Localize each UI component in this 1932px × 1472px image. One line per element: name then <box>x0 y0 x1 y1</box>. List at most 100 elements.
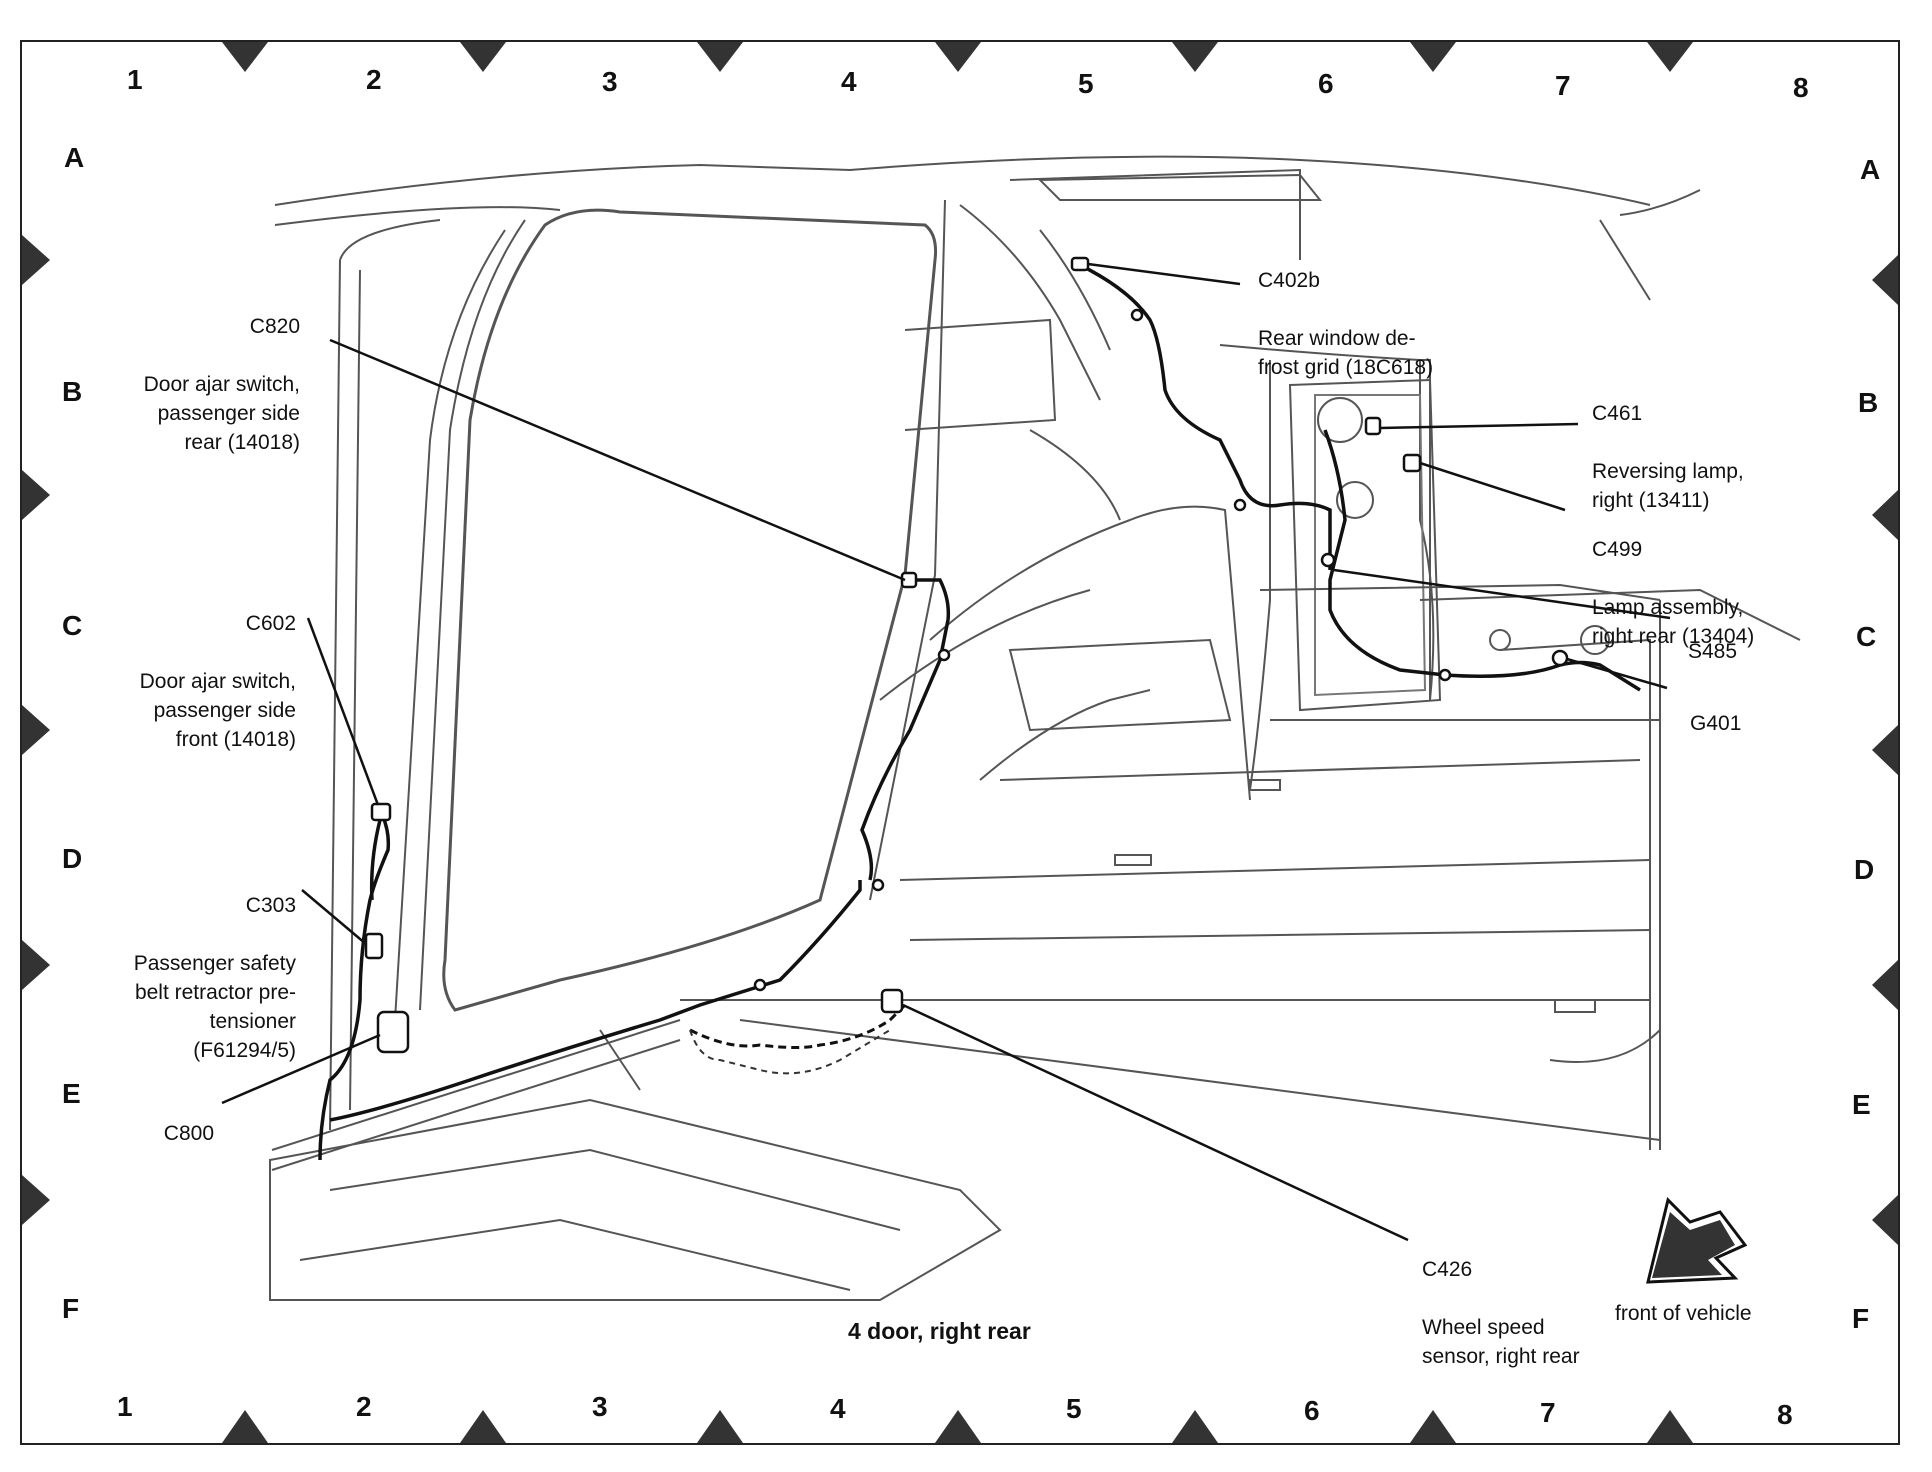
callout-c602-id: C602 <box>245 612 296 635</box>
zone-tick-bottom-3 <box>697 1410 743 1443</box>
harness-c402b-branch <box>1079 263 1332 570</box>
col-marker-top-2: 2 <box>366 64 382 95</box>
leader-g401 <box>1566 657 1668 690</box>
connector-c426 <box>880 988 904 1014</box>
callout-s485: S485 <box>1688 608 1808 695</box>
leader-s485 <box>1333 568 1671 620</box>
callout-c461-text: Reversing lamp, right (13411) <box>1592 460 1744 512</box>
clip-5 <box>753 978 767 992</box>
col-marker-bottom-5: 5 <box>1066 1393 1082 1424</box>
row-marker-left-D: D <box>62 843 83 874</box>
callout-g401-id: G401 <box>1690 712 1742 735</box>
diagram-frame <box>20 40 1900 1445</box>
callout-c820: C820 Door ajar switch, passenger side re… <box>100 283 300 486</box>
zone-tick-bottom-7 <box>1647 1410 1693 1443</box>
callout-c461-id: C461 <box>1592 402 1643 425</box>
leader-c820 <box>329 338 906 582</box>
zone-tick-left-4 <box>22 940 50 990</box>
harness-main-pillar <box>860 578 951 881</box>
callout-c800: C800 <box>110 1090 214 1177</box>
row-marker-right-E: E <box>1852 1089 1871 1120</box>
zone-ticks <box>22 42 1898 1443</box>
callout-c602-text: Door ajar switch, passenger side front (… <box>139 670 296 751</box>
clip-4 <box>871 878 885 892</box>
callout-c800-id: C800 <box>163 1122 214 1145</box>
zone-tick-top-7 <box>1647 42 1693 72</box>
callout-c426: C426 Wheel speed sensor, right rear <box>1422 1226 1642 1400</box>
front-of-vehicle-label: front of vehicle <box>1615 1302 1752 1325</box>
leader-c461 <box>1379 422 1579 430</box>
leader-c602 <box>306 617 380 806</box>
col-marker-top-5: 5 <box>1078 68 1094 99</box>
clip-2 <box>1233 498 1247 512</box>
connectors <box>364 256 1569 1054</box>
connector-c461 <box>1364 416 1382 436</box>
zone-tick-left-3 <box>22 705 50 755</box>
callout-c402b: C402b Rear window de- frost grid (18C618… <box>1258 237 1498 411</box>
col-marker-top-7: 7 <box>1555 70 1571 101</box>
zone-tick-left-5 <box>22 1175 50 1225</box>
clip-6 <box>1438 668 1452 682</box>
callout-c402b-id: C402b <box>1258 269 1320 292</box>
callout-c602: C602 Door ajar switch, passenger side fr… <box>96 580 296 783</box>
callout-c461: C461 Reversing lamp, right (13411) <box>1592 370 1832 544</box>
zone-tick-top-4 <box>935 42 981 72</box>
zone-tick-left-1 <box>22 235 50 285</box>
vehicle-body-sketch <box>269 155 1801 1301</box>
leader-c800 <box>221 1033 381 1105</box>
connector-c303 <box>364 932 384 960</box>
ground-g401 <box>1551 649 1569 667</box>
lamp-opening <box>1288 378 1442 712</box>
callout-c820-id: C820 <box>249 315 300 338</box>
col-marker-top-8: 8 <box>1793 72 1809 103</box>
leader-lines <box>221 262 1671 1242</box>
row-marker-left-F: F <box>62 1293 80 1324</box>
connector-c602 <box>370 802 392 822</box>
callout-c499-text: Lamp assembly, right rear (13404) <box>1592 596 1755 648</box>
callout-c402b-text: Rear window de- frost grid (18C618) <box>1258 327 1434 379</box>
callout-c303-text: Passenger safety belt retractor pre- ten… <box>133 952 296 1062</box>
zone-tick-right-1 <box>1872 255 1898 305</box>
callout-c426-text: Wheel speed sensor, right rear <box>1422 1316 1580 1368</box>
zone-tick-bottom-2 <box>460 1410 506 1443</box>
col-marker-top-1: 1 <box>127 64 143 95</box>
callout-c303-id: C303 <box>245 894 296 917</box>
leader-c426 <box>902 1003 1409 1242</box>
col-marker-bottom-1: 1 <box>117 1391 133 1422</box>
row-marker-right-D: D <box>1854 854 1875 885</box>
splice-s485 <box>1320 552 1336 568</box>
zone-tick-bottom-5 <box>1172 1410 1218 1443</box>
callout-c499-id: C499 <box>1592 538 1643 561</box>
col-marker-bottom-8: 8 <box>1777 1399 1793 1430</box>
floor-pan <box>269 1098 1002 1301</box>
wheel-arch <box>929 505 1251 801</box>
col-marker-top-6: 6 <box>1318 68 1334 99</box>
row-marker-right-C: C <box>1856 621 1877 652</box>
front-arrow-icon <box>1646 1197 1748 1284</box>
clip-3 <box>937 648 951 662</box>
callout-c499: C499 Lamp assembly, right rear (13404) <box>1592 506 1832 680</box>
zone-tick-top-1 <box>222 42 268 72</box>
diagram-caption: 4 door, right rear <box>848 1318 1031 1344</box>
row-marker-right-B: B <box>1858 387 1879 418</box>
zone-tick-bottom-1 <box>222 1410 268 1443</box>
row-marker-left-C: C <box>62 610 83 641</box>
row-marker-left-B: B <box>62 376 83 407</box>
harness-b-pillar <box>318 809 391 1161</box>
callout-c426-id: C426 <box>1422 1258 1473 1281</box>
col-marker-bottom-3: 3 <box>592 1391 608 1422</box>
connector-c402b <box>1070 256 1090 272</box>
leader-c303 <box>301 889 367 945</box>
clip-1 <box>1130 308 1144 322</box>
zone-tick-top-2 <box>460 42 506 72</box>
connector-c800 <box>376 1010 410 1054</box>
callout-c820-text: Door ajar switch, passenger side rear (1… <box>143 373 300 454</box>
harness-wheel-speed <box>689 1003 907 1049</box>
connector-c499 <box>1402 453 1422 473</box>
col-marker-top-4: 4 <box>841 66 857 97</box>
zone-tick-right-5 <box>1872 1195 1898 1245</box>
col-marker-top-3: 3 <box>602 66 618 97</box>
callout-g401: G401 <box>1690 680 1810 767</box>
callout-s485-id: S485 <box>1688 640 1738 663</box>
